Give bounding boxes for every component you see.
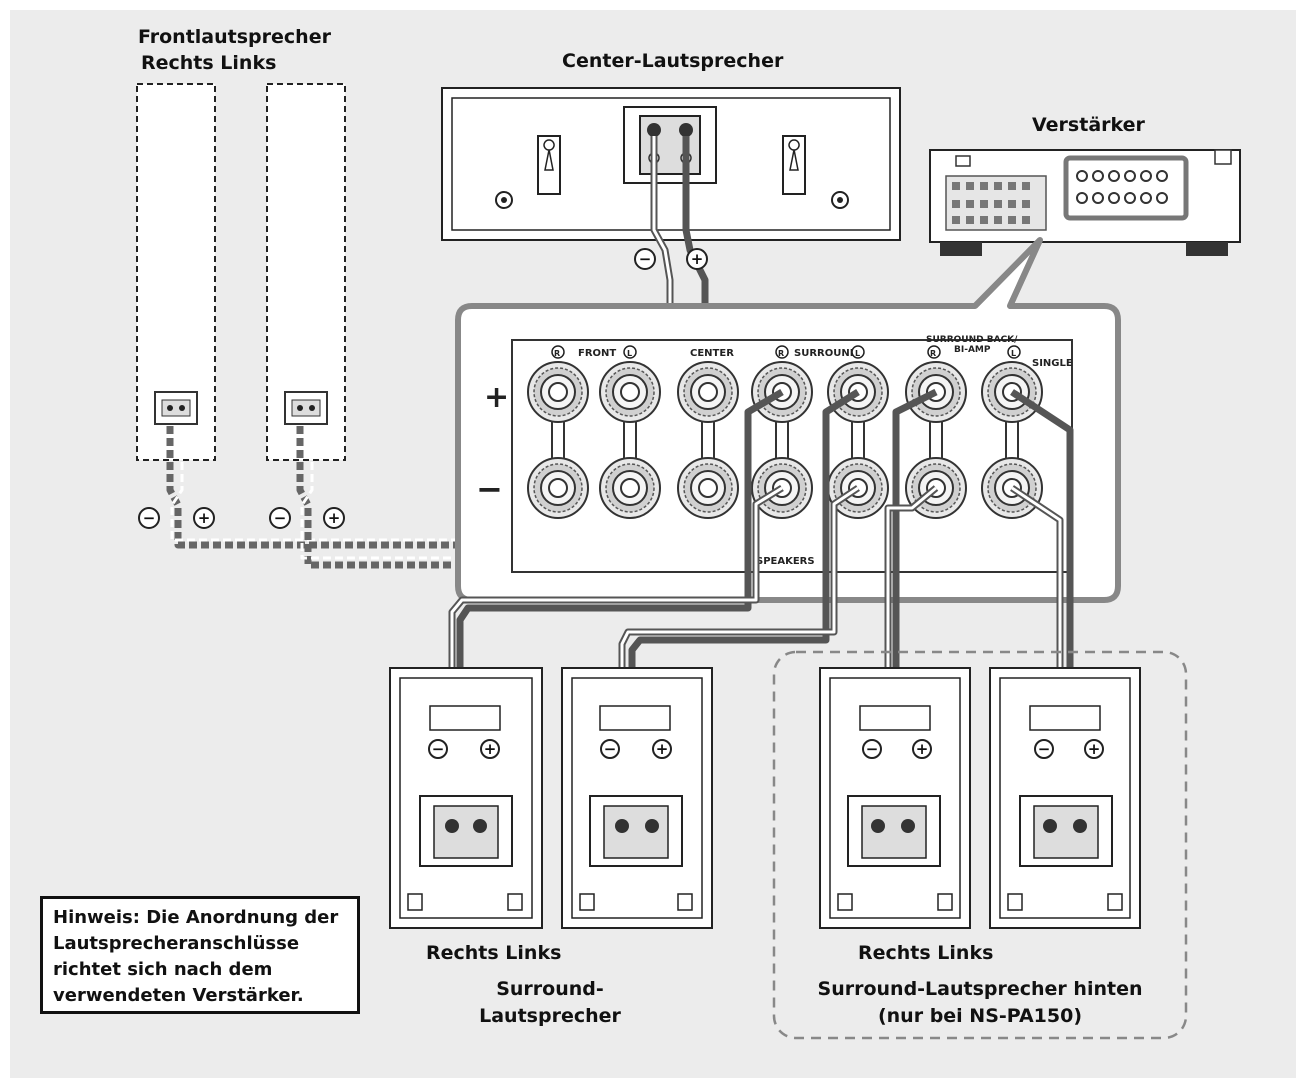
- minus-sign: −: [639, 250, 652, 268]
- minus-sign: −: [432, 740, 445, 758]
- plus-sign: +: [328, 509, 341, 527]
- panel-speakers: SPEAKERS: [756, 556, 815, 567]
- panel-labels: + − R FRONT L CENTER R SURROUND L SURROU…: [476, 335, 1073, 567]
- svg-text:L: L: [855, 349, 860, 358]
- front-speaker-left: [266, 83, 346, 461]
- amplifier-title: Verstärker: [1032, 114, 1145, 136]
- plus-sign: +: [691, 250, 704, 268]
- note-box: Hinweis: Die Anordnung der Lautsprechera…: [40, 896, 360, 1014]
- svg-text:R: R: [554, 349, 560, 358]
- front-speaker-right: [136, 83, 216, 461]
- surround-speaker-left: [561, 667, 713, 929]
- panel-front: FRONT: [578, 348, 616, 359]
- surround-title-1: Surround-: [496, 978, 604, 1000]
- plus-sign: +: [484, 740, 497, 758]
- rear-title-1: Surround-Lautsprecher hinten: [817, 978, 1143, 1000]
- rear-sub: Rechts Links: [858, 942, 994, 964]
- surround-sub: Rechts Links: [426, 942, 562, 964]
- minus-sign: −: [866, 740, 879, 758]
- amplifier: [929, 149, 1241, 256]
- minus-sign: −: [274, 509, 287, 527]
- panel-terminals: [527, 361, 1043, 519]
- front-speakers-title: Frontlautsprecher: [138, 26, 331, 48]
- panel-surround-back: SURROUND BACK/: [926, 335, 1018, 345]
- svg-text:R: R: [930, 349, 936, 358]
- rear-group-box: [772, 650, 1188, 1040]
- center-speaker-title: Center-Lautsprecher: [562, 50, 784, 72]
- panel-minus: −: [476, 470, 503, 508]
- center-speaker: [441, 87, 901, 241]
- minus-sign: −: [604, 740, 617, 758]
- front-speakers-sub: Rechts Links: [141, 52, 277, 74]
- panel-center: CENTER: [690, 348, 734, 359]
- panel-surround: SURROUND: [794, 348, 858, 359]
- svg-text:L: L: [1011, 349, 1016, 358]
- panel-bi-amp: BI-AMP: [954, 345, 991, 355]
- front-polarity: [138, 507, 345, 529]
- svg-text:R: R: [778, 349, 784, 358]
- rear-speaker-left: [989, 667, 1141, 929]
- plus-sign: +: [1088, 740, 1101, 758]
- surround-speaker-right: [389, 667, 543, 929]
- surround-title-2: Lautsprecher: [479, 1005, 621, 1027]
- panel-plus: +: [484, 380, 509, 415]
- minus-sign: −: [1038, 740, 1051, 758]
- plus-sign: +: [656, 740, 669, 758]
- svg-text:L: L: [627, 349, 632, 358]
- plus-sign: +: [198, 509, 211, 527]
- rear-title-2: (nur bei NS-PA150): [877, 1005, 1083, 1027]
- rear-speaker-right: [819, 667, 971, 929]
- note-text: Hinweis: Die Anordnung der Lautsprechera…: [53, 907, 339, 1006]
- plus-sign: +: [916, 740, 929, 758]
- minus-sign: −: [143, 509, 156, 527]
- panel-single: SINGLE: [1032, 358, 1073, 369]
- center-polarity: [634, 248, 708, 270]
